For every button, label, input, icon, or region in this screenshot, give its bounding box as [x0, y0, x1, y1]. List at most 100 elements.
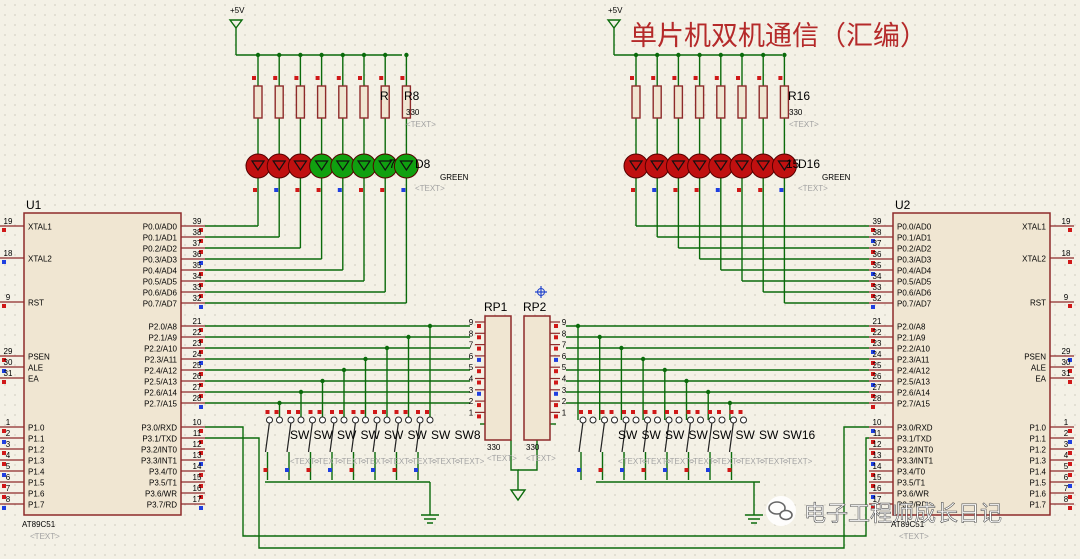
left-led — [287, 153, 313, 179]
rp2-pin-marker — [554, 391, 558, 396]
rp1-pin-num: 3 — [469, 386, 474, 395]
right-switch-contact — [579, 416, 587, 424]
u2-pin-name: P0.1/AD1 — [897, 234, 932, 243]
u2-pin-name: P3.2/INT0 — [897, 446, 934, 455]
u1-pin-name: P1.1 — [28, 435, 45, 444]
rp2-pin-marker — [554, 403, 558, 408]
left-resistor — [274, 85, 284, 119]
junction-dot — [340, 52, 345, 58]
left-switch-contact — [405, 416, 412, 424]
u1-pin-name: P3.4/T0 — [149, 468, 178, 477]
right-pin-marker — [651, 76, 656, 80]
right-switch-label: SW — [712, 428, 732, 442]
u2-pin-marker — [871, 339, 875, 343]
right-resistor — [758, 85, 768, 119]
u1-pin-num: 32 — [193, 294, 202, 303]
right-switch-label: SW — [759, 428, 779, 442]
junction-dot — [761, 52, 766, 58]
u1-pin-num: 36 — [193, 250, 202, 259]
u2-pin-marker — [871, 239, 875, 243]
u2-pin-marker — [1068, 473, 1072, 477]
rp1-pin-num: 7 — [469, 341, 474, 350]
u2-pin-num: 8 — [1064, 495, 1069, 504]
right-resistor — [779, 85, 790, 119]
u2-pin-marker — [1068, 484, 1072, 488]
left-pin-marker — [400, 76, 405, 80]
left-pin-marker — [401, 188, 406, 192]
left-switch-contact — [383, 416, 391, 424]
u2-pin-name: P0.7/AD7 — [897, 300, 932, 309]
u2-pin-num: 37 — [873, 239, 882, 248]
left-pin-marker — [403, 410, 408, 414]
u2-pin-num: 10 — [873, 418, 882, 427]
u2-pin-num: 29 — [1062, 347, 1071, 356]
u1-pin-marker — [199, 484, 203, 488]
left-pin-marker — [274, 410, 279, 414]
u1-pin-num: 2 — [6, 429, 11, 438]
right-led-color: GREEN — [822, 173, 851, 182]
u2-pin-num: 5 — [1064, 462, 1069, 471]
left-pin-marker — [316, 188, 321, 192]
u1-pin-marker — [2, 495, 6, 499]
u1-pin-marker — [199, 462, 203, 466]
rp2-pin-marker — [554, 346, 558, 351]
right-switch-label: SW — [642, 428, 662, 442]
u1-pin-marker — [199, 272, 203, 276]
u2-pin-num: 1 — [1064, 418, 1069, 427]
rp1-ref: RP1 — [484, 300, 508, 314]
u2-pin-marker — [871, 495, 875, 499]
u2-pin-num: 24 — [873, 350, 882, 359]
u2-pin-name: P3.0/RXD — [897, 424, 933, 433]
u1-pin-num: 39 — [193, 217, 202, 226]
left-switch-label: SW — [384, 428, 404, 442]
serial-wire-txd-rxd — [205, 426, 869, 549]
junction-dot — [655, 52, 660, 58]
left-pin-marker — [296, 410, 300, 414]
serial-wire-rxd-txd — [205, 426, 869, 537]
rp2-value: 330 — [526, 443, 540, 452]
u2-pin-name: P2.5/A13 — [897, 378, 930, 387]
u2-pin-marker — [871, 361, 875, 365]
right-resistor-value: 330 — [789, 108, 803, 117]
right-pin-marker — [588, 410, 592, 414]
u2-pin-name: P1.4 — [1030, 468, 1047, 477]
left-led-color: GREEN — [440, 173, 469, 182]
u2-pin-marker — [871, 473, 875, 477]
rp2-text-placeholder: <TEXT> — [526, 454, 556, 463]
u2-pin-name: P0.5/AD5 — [897, 278, 932, 287]
left-pin-marker — [263, 468, 268, 472]
junction-dot — [718, 52, 723, 58]
u2-part: AT89C51 — [891, 520, 925, 529]
left-resistor — [338, 85, 348, 119]
u2-pin-marker — [871, 261, 875, 265]
left-switch-label: SW — [431, 428, 451, 442]
right-pin-marker — [631, 188, 635, 192]
junction-dot — [782, 52, 787, 58]
u1-pin-name: P1.4 — [28, 468, 45, 477]
u2-pin-num: 14 — [873, 462, 882, 471]
rp2-pin-num: 6 — [562, 352, 567, 361]
u1-pin-name: P2.7/A15 — [144, 400, 177, 409]
u1-pin-num: 13 — [193, 451, 202, 460]
right-pin-marker — [715, 188, 720, 192]
left-switch-contact — [352, 416, 359, 424]
left-pin-marker — [330, 410, 334, 414]
u1-pin-num: 5 — [6, 462, 11, 471]
right-pin-marker — [738, 410, 743, 414]
u2-pin-name: PSEN — [1024, 353, 1046, 362]
left-led-arrow-icon — [399, 160, 414, 172]
left-switch-contact — [330, 416, 338, 424]
u1-pin-name: P0.1/AD1 — [143, 234, 178, 243]
left-switch-lever — [393, 421, 400, 453]
u1-pin-marker — [199, 495, 203, 499]
wechat-bubble-small-icon — [779, 509, 793, 521]
right-pin-marker — [714, 76, 719, 80]
junction-dot — [404, 52, 409, 58]
right-switch-lever — [621, 421, 627, 453]
right-pin-marker — [652, 410, 657, 414]
u2-pin-num: 9 — [1064, 293, 1069, 302]
left-resistor-text: <TEXT> — [406, 120, 436, 129]
left-switch-text: <TEXT> — [314, 457, 344, 466]
right-switch-lever — [685, 421, 692, 453]
u2-pin-marker — [871, 294, 875, 298]
